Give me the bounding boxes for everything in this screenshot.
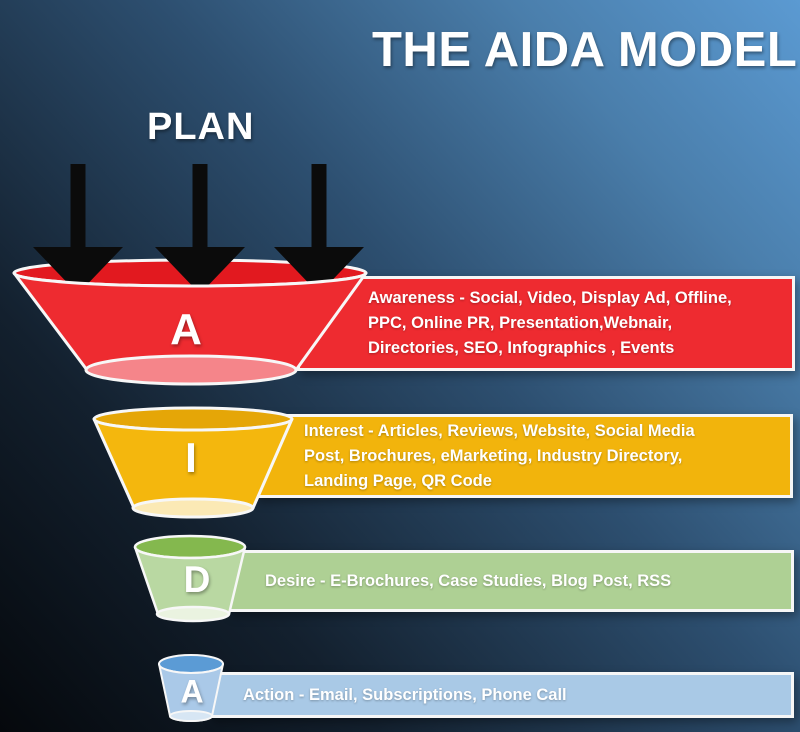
desire-text-line-1: Desire - E-Brochures, Case Studies, Blog… (265, 571, 672, 590)
awareness-text-line-1: Awareness - Social, Video, Display Ad, O… (368, 289, 732, 307)
plan-label: PLAN (147, 106, 255, 148)
interest-text-line-2: Post, Brochures, eMarketing, Industry Di… (304, 446, 683, 465)
page-title: THE AIDA MODEL (372, 23, 798, 77)
awareness-funnel-base (84, 354, 298, 386)
stage-letter-awareness: A (170, 305, 202, 354)
interest-text-line-1: Interest - Articles, Reviews, Website, S… (304, 421, 695, 440)
arrow-shaft (192, 164, 208, 250)
arrow-head (155, 247, 245, 294)
down-arrow-right (274, 164, 364, 294)
stage-letter-interest: I (185, 434, 197, 481)
arrow-shaft (311, 164, 327, 250)
awareness-text-line-3: Directories, SEO, Infographics , Events (368, 339, 675, 357)
desire-funnel-base (155, 605, 231, 623)
awareness-label-box: Awareness - Social, Video, Display Ad, O… (297, 276, 795, 371)
interest-funnel-base (131, 497, 255, 519)
action-funnel-rim (158, 654, 224, 674)
action-label-box: Action - Email, Subscriptions, Phone Cal… (210, 672, 794, 718)
plan-arrows (33, 164, 364, 294)
desire-label-box: Desire - E-Brochures, Case Studies, Blog… (228, 550, 794, 612)
awareness-text-line-2: PPC, Online PR, Presentation,Webnair, (368, 314, 673, 332)
down-arrow-left (33, 164, 123, 294)
interest-text-line-3: Landing Page, QR Code (304, 471, 492, 490)
action-text-line-1: Action - Email, Subscriptions, Phone Cal… (243, 685, 567, 704)
arrow-head (33, 247, 123, 294)
down-arrow-middle (155, 164, 245, 294)
action-funnel-base (169, 710, 213, 722)
interest-label-box: Interest - Articles, Reviews, Website, S… (255, 414, 793, 498)
stage-letter-action: A (180, 673, 204, 710)
arrow-shaft (70, 164, 86, 250)
stage-letter-desire: D (183, 559, 211, 600)
